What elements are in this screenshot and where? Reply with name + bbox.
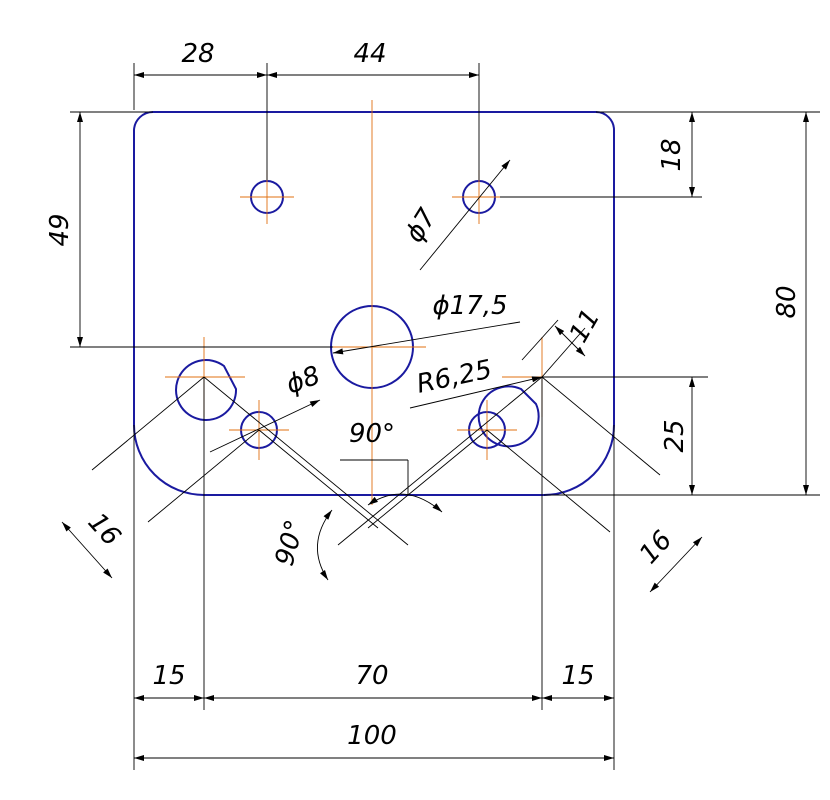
dim-28-label: 28: [181, 39, 214, 69]
slot-right: [477, 385, 540, 448]
dimension-labels: 28 44 49 18 80 25 15 70 15 100 16 16 ϕ7 …: [45, 39, 802, 751]
dim-15-left-label: 15: [152, 661, 185, 691]
slot-left: [175, 359, 238, 421]
dim-phi17-5-label: ϕ17,5: [432, 291, 507, 321]
dim-16-right-label: 16: [634, 525, 678, 570]
dim-44-label: 44: [353, 39, 386, 69]
dim-phi7-label: ϕ7: [400, 203, 444, 248]
angle-90-top-label: 90°: [349, 419, 395, 449]
dim-15-right-label: 15: [561, 661, 594, 691]
dim-18-label: 18: [657, 138, 687, 171]
dim-49-label: 49: [45, 213, 75, 246]
dim-100-label: 100: [347, 721, 397, 751]
dim-16-left-label: 16: [82, 507, 126, 552]
dim-70-label: 70: [355, 661, 388, 691]
angle-90-left-label: 90°: [270, 517, 311, 569]
dim-phi8-label: ϕ8: [282, 361, 324, 401]
dim-r6-25-label: R6,25: [414, 355, 495, 400]
dim-25-label: 25: [660, 419, 690, 452]
dim-80-label: 80: [772, 285, 802, 318]
extension-lines: [70, 63, 820, 770]
dimension-lines: [61, 72, 809, 761]
